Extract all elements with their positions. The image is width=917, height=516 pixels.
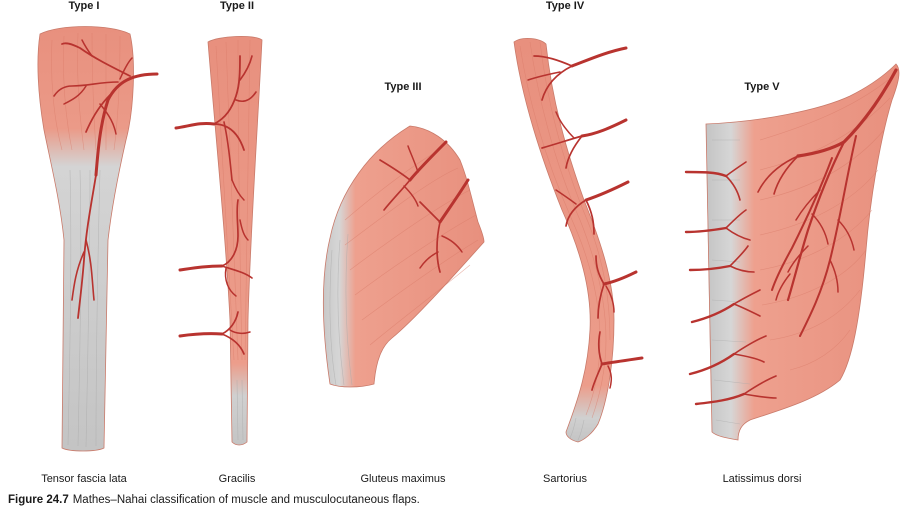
gracilis-label: Gracilis	[219, 473, 256, 485]
latissimus-dorsi-illustration	[684, 63, 900, 441]
tensor-fascia-lata-illustration	[37, 26, 159, 452]
gluteus-vessels	[379, 140, 470, 273]
gracilis-illustration	[174, 36, 263, 446]
tfl-vessels	[53, 39, 159, 319]
figure-caption-text: Mathes–Nahai classification of muscle an…	[72, 494, 420, 506]
figure-number: Figure 24.7	[8, 494, 69, 506]
sartorius-illustration	[513, 38, 644, 443]
tensor-fascia-lata-label: Tensor fascia lata	[41, 473, 127, 485]
sartorius-vessels	[527, 46, 644, 391]
type-i-label: Type I	[69, 0, 100, 12]
gluteus-maximus-illustration	[322, 125, 485, 388]
type-iii-label: Type III	[384, 81, 421, 93]
latissimus-vessels	[684, 68, 898, 406]
gracilis-vessels	[174, 55, 257, 355]
type-v-label: Type V	[744, 81, 780, 93]
type-iv-label: Type IV	[546, 0, 585, 12]
latissimus-dorsi-label: Latissimus dorsi	[723, 473, 802, 485]
gluteus-maximus-label: Gluteus maximus	[361, 473, 446, 485]
sartorius-label: Sartorius	[543, 473, 588, 485]
type-ii-label: Type II	[220, 0, 254, 12]
